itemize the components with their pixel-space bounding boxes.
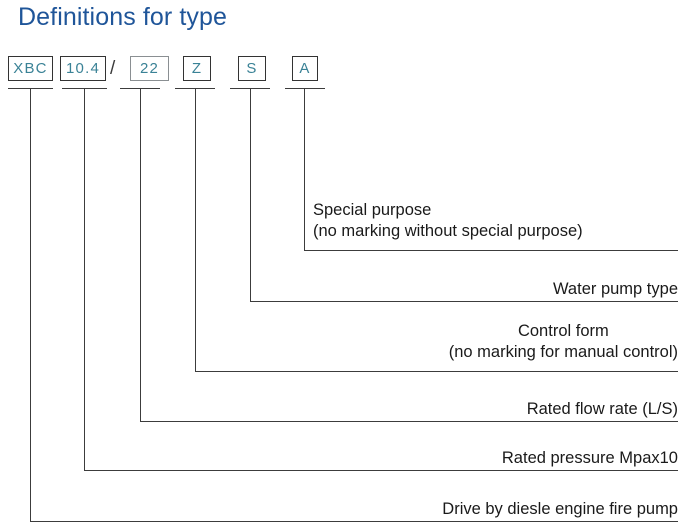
callout-line-1: Control form xyxy=(517,322,609,340)
leader-vline-special-purpose xyxy=(304,88,305,251)
callout-line-2: (no marking without special purpose) xyxy=(313,222,583,240)
callout-line-2: (no marking for manual control) xyxy=(448,343,678,361)
callout-line-1: Drive by diesle engine fire pump xyxy=(442,500,678,518)
code-box-water-pump-type[interactable]: S xyxy=(238,56,266,81)
leader-hline-rated-flow-rate xyxy=(140,421,678,422)
code-separator-slash: / xyxy=(110,58,116,79)
leader-vline-drive-type xyxy=(30,88,31,522)
callout-label-special-purpose: Special purpose (no marking without spec… xyxy=(313,200,583,242)
leader-vline-rated-flow-rate xyxy=(140,88,141,422)
callout-label-control-form: Control form (no marking for manual cont… xyxy=(449,321,678,363)
callout-line-1: Rated flow rate (L/S) xyxy=(526,400,678,418)
leader-vline-water-pump-type xyxy=(250,88,251,302)
code-box-rated-pressure[interactable]: 10.4 xyxy=(60,56,106,81)
callout-line-1: Special purpose xyxy=(313,201,432,219)
code-box-xbc[interactable]: XBC xyxy=(8,56,53,81)
leader-hline-water-pump-type xyxy=(250,301,678,302)
shelf-special-purpose xyxy=(285,88,325,89)
callout-label-rated-flow-rate: Rated flow rate (L/S) xyxy=(527,399,678,420)
callout-line-1: Water pump type xyxy=(552,280,678,298)
code-box-control-form[interactable]: Z xyxy=(183,56,211,81)
callout-label-rated-pressure: Rated pressure Mpax10 xyxy=(502,448,678,469)
callout-label-drive-type: Drive by diesle engine fire pump xyxy=(442,499,678,520)
leader-hline-control-form xyxy=(195,371,678,372)
code-box-special-purpose[interactable]: A xyxy=(292,56,318,81)
code-box-rated-flow-rate[interactable]: 22 xyxy=(130,56,169,81)
page-title: Definitions for type xyxy=(18,3,228,31)
leader-hline-special-purpose xyxy=(304,250,678,251)
callout-line-1: Rated pressure Mpax10 xyxy=(501,449,678,467)
leader-hline-drive-type xyxy=(30,521,678,522)
leader-hline-rated-pressure xyxy=(84,470,678,471)
callout-label-water-pump-type: Water pump type xyxy=(553,279,678,300)
leader-vline-control-form xyxy=(195,88,196,372)
leader-vline-rated-pressure xyxy=(84,88,85,471)
